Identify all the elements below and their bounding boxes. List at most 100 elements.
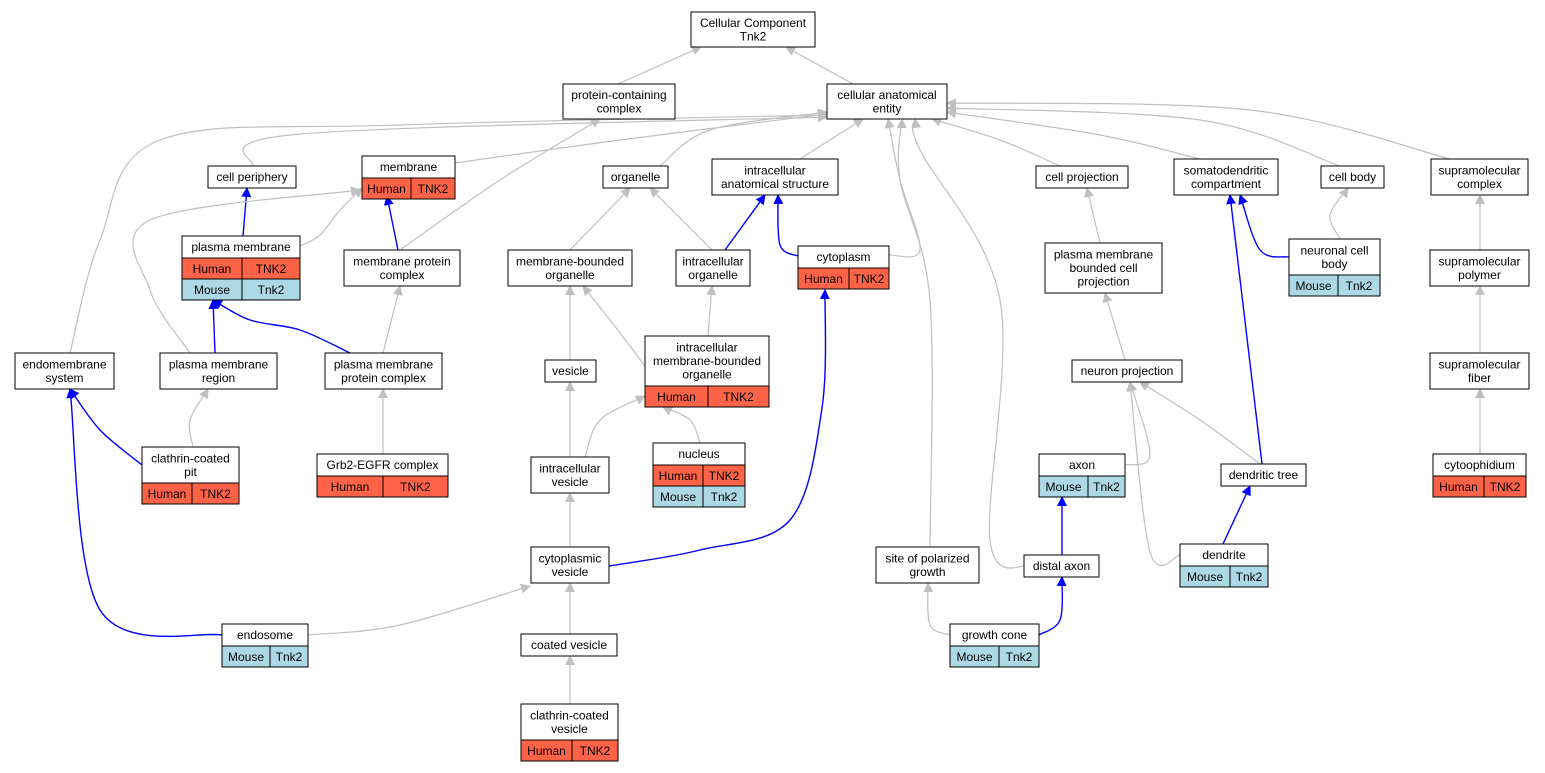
node-label-line: Cellular Component bbox=[700, 16, 807, 30]
node-border bbox=[875, 546, 980, 584]
edge-cyto-part_of-ias bbox=[773, 194, 799, 257]
orth-gene-label: Tnk2 bbox=[1236, 570, 1263, 584]
orth-organism-label: Human bbox=[367, 182, 406, 196]
node-daxon[interactable]: distal axon bbox=[1023, 554, 1100, 578]
node-box bbox=[1431, 159, 1528, 195]
node-border bbox=[181, 235, 301, 301]
node-box bbox=[15, 353, 114, 389]
node-border bbox=[520, 703, 619, 762]
node-border bbox=[1044, 242, 1163, 294]
node-border bbox=[1429, 249, 1530, 287]
edge-ias-is_a-cae bbox=[799, 118, 864, 160]
edge-ccp-part_of-endomem bbox=[69, 388, 143, 466]
node-label-line: complex bbox=[597, 101, 642, 115]
node-label-line: compartment bbox=[1191, 177, 1262, 191]
node-box bbox=[1289, 239, 1380, 275]
node-label-line: site of polarized bbox=[885, 551, 969, 565]
node-label-line: vesicle bbox=[551, 722, 588, 736]
node-organelle[interactable]: organelle bbox=[602, 165, 669, 189]
orth-organism-label: Mouse bbox=[1295, 279, 1331, 293]
node-label-line: plasma membrane bbox=[169, 357, 269, 371]
orth-gene-label: Tnk2 bbox=[1093, 480, 1120, 494]
node-label-line: intracellular bbox=[676, 341, 737, 355]
node-border bbox=[159, 352, 278, 390]
node-box bbox=[1174, 159, 1278, 195]
node-box bbox=[160, 353, 277, 389]
node-vesicle[interactable]: vesicle bbox=[544, 359, 597, 383]
edge-pm-is_a-membrane bbox=[299, 187, 363, 247]
node-border bbox=[1432, 453, 1527, 498]
node-label-line: nucleus bbox=[678, 447, 719, 461]
node-label-line: somatodendritic bbox=[1184, 163, 1269, 177]
edge-pmr-part_of-pm bbox=[208, 299, 219, 354]
node-imbo[interactable]: intracellularmembrane-boundedorganelleHu… bbox=[644, 335, 770, 408]
node-border bbox=[1288, 238, 1381, 297]
node-label-line: intracellular bbox=[682, 254, 743, 268]
node-label-line: vesicle bbox=[552, 364, 589, 378]
node-border bbox=[221, 623, 309, 668]
node-border bbox=[1320, 165, 1385, 189]
node-cellbody[interactable]: cell body bbox=[1320, 165, 1385, 189]
node-border bbox=[1430, 158, 1529, 196]
node-border bbox=[711, 158, 839, 196]
node-label-line: pit bbox=[184, 465, 197, 479]
node-label-line: supramolecular bbox=[1438, 254, 1520, 268]
edge-pmbcp-is_a-cellproj bbox=[1084, 187, 1101, 244]
edge-nucleus-is_a-imbo bbox=[662, 406, 701, 444]
node-border bbox=[690, 11, 816, 48]
node-box bbox=[691, 12, 815, 47]
node-box bbox=[876, 547, 979, 583]
node-label-line: dendrite bbox=[1202, 548, 1246, 562]
node-coatv[interactable]: coated vesicle bbox=[520, 633, 618, 657]
node-box bbox=[653, 443, 745, 465]
node-border bbox=[652, 442, 746, 508]
node-cellper[interactable]: cell periphery bbox=[207, 165, 297, 189]
node-label-line: region bbox=[202, 371, 235, 385]
node-border bbox=[544, 359, 597, 383]
node-label-line: cellular anatomical bbox=[837, 88, 936, 102]
node-label-line: complex bbox=[380, 268, 425, 282]
node-box bbox=[508, 250, 632, 286]
orth-gene-label: TNK2 bbox=[418, 182, 449, 196]
node-label-line: plasma membrane bbox=[1054, 248, 1154, 262]
node-cellproj[interactable]: cell projection bbox=[1035, 165, 1129, 189]
orth-organism-label: Human bbox=[659, 469, 698, 483]
node-neuproj[interactable]: neuron projection bbox=[1071, 359, 1183, 383]
edge-dtree-is_a-neuproj bbox=[1139, 381, 1261, 465]
node-box bbox=[208, 166, 296, 188]
node-box bbox=[1321, 166, 1384, 188]
node-border bbox=[826, 83, 948, 120]
node-dtree[interactable]: dendritic tree bbox=[1220, 463, 1307, 487]
